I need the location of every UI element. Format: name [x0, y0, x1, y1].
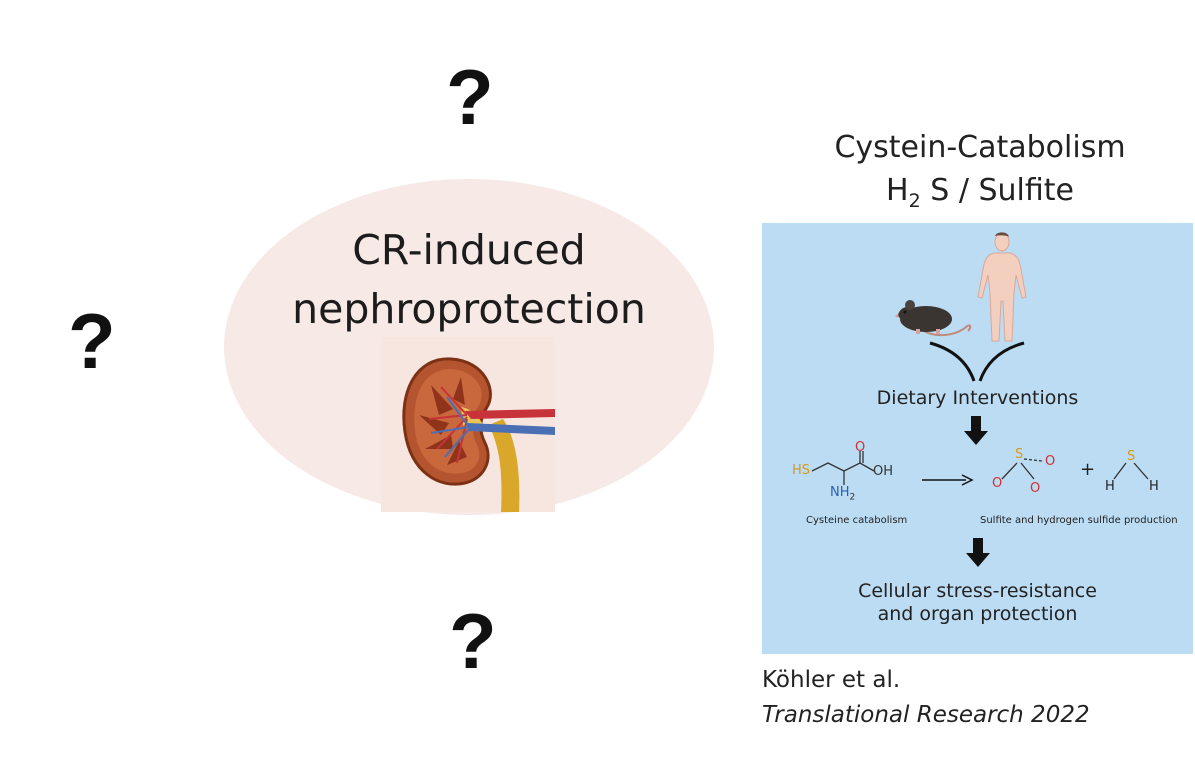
cysteine-hs: HS	[792, 463, 811, 478]
right-title-line1: Cystein-Catabolism	[834, 130, 1126, 165]
sulfite-caption: Sulfite and hydrogen sulfide production	[980, 515, 1178, 526]
reaction-arrow-icon	[922, 474, 974, 486]
outcome-line2: and organ protection	[877, 603, 1078, 625]
sulfite-o2: O	[992, 476, 1003, 491]
cysteine-caption: Cysteine catabolism	[806, 515, 908, 526]
outcome-line1: Cellular stress-resistance	[858, 580, 1097, 602]
converging-arrows	[929, 341, 1025, 382]
kidney-cross-section-icon	[402, 357, 555, 512]
cysteine-structure	[811, 451, 875, 485]
center-title-line2: nephroprotection	[292, 285, 646, 333]
h2s-h: H	[886, 173, 909, 208]
kidney-image	[381, 337, 555, 512]
sulfite-o3: O	[1030, 481, 1041, 496]
question-mark-bottom: ?	[449, 597, 497, 685]
sulfite-o1: O	[1045, 454, 1056, 469]
cysteine-nh2-subscript: 2	[849, 492, 856, 503]
h2s-structure	[1113, 462, 1149, 480]
question-mark-top: ?	[446, 53, 494, 141]
down-arrow-icon	[964, 416, 988, 445]
reference-journal: Translational Research 2022	[762, 702, 1090, 728]
h2s-subscript: 2	[908, 190, 921, 212]
mouse-icon	[895, 300, 972, 337]
h2s-rest	[921, 173, 931, 208]
center-title-line1: CR-induced	[352, 226, 586, 274]
question-mark-left: ?	[68, 297, 116, 385]
h2s-h2-atom: H	[1149, 479, 1159, 494]
reference-authors: Köhler et al.	[762, 667, 901, 693]
cysteine-n: NH	[830, 485, 850, 500]
plus-sign: +	[1080, 459, 1096, 480]
h2s-s-atom: S	[1127, 449, 1136, 464]
cysteine-oh: OH	[873, 464, 894, 479]
human-figure-icon	[977, 232, 1027, 342]
title-sulfite: S / Sulfite	[930, 173, 1074, 208]
dietary-interventions-label: Dietary Interventions	[876, 387, 1079, 409]
right-title-line2: H2 S / Sulfite	[760, 173, 1195, 212]
cysteine-o: O	[855, 440, 866, 455]
dietary-intervention-panel: Dietary Interventions HS O OH NH2 S O O …	[762, 223, 1193, 654]
sulfite-s: S	[1015, 447, 1024, 462]
cysteine-nh2: NH2	[830, 485, 855, 503]
h2s-h1-atom: H	[1105, 479, 1115, 494]
down-arrow-icon	[966, 538, 990, 567]
sulfite-structure	[1001, 458, 1043, 480]
